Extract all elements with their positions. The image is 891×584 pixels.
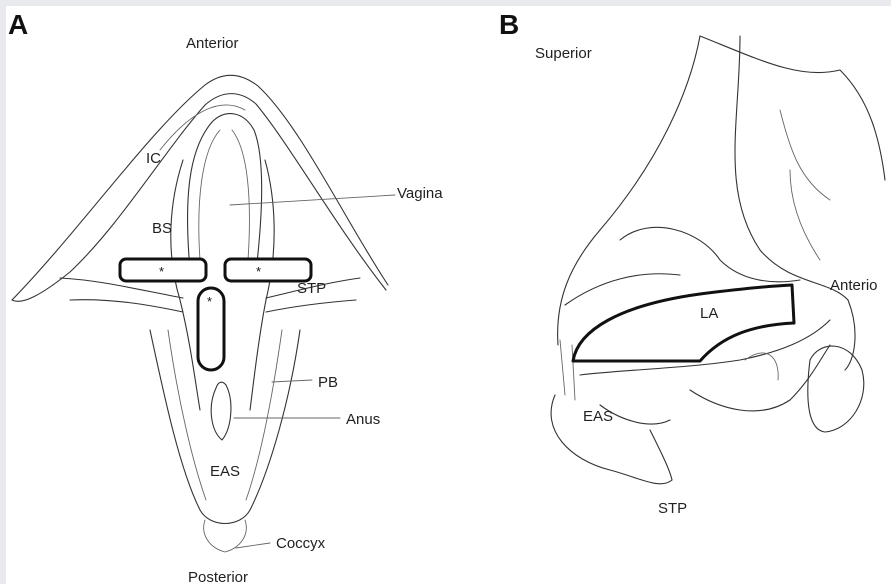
leader-vagina <box>230 195 395 205</box>
label-ic: IC <box>146 150 161 167</box>
label-pb: PB <box>318 374 338 391</box>
bone-inner <box>780 110 830 260</box>
label-bs: BS <box>152 220 172 237</box>
leader-pb <box>272 380 312 382</box>
label-vagina: Vagina <box>397 185 443 202</box>
vaginal-lumen <box>745 353 778 380</box>
vagina-outline <box>188 114 262 272</box>
ischiocavernosus-fold <box>160 105 245 150</box>
label-eas: EAS <box>210 463 240 480</box>
asterisk-center: * <box>207 294 212 309</box>
panel-a-drawing <box>12 75 395 552</box>
leader-coccyx <box>236 543 270 548</box>
bulbospongiosus-left <box>171 160 200 410</box>
anatomy-diagram: A Anterior IC BS Vagina STP PB Anus EAS … <box>6 6 891 584</box>
label-la: LA <box>700 305 718 322</box>
asterisk-right: * <box>256 264 261 279</box>
pelvis-contour-right <box>700 36 885 180</box>
label-superior: Superior <box>535 45 592 62</box>
label-anterior-b: Anterio <box>830 277 878 294</box>
label-posterior: Posterior <box>188 569 248 584</box>
label-coccyx: Coccyx <box>276 535 326 552</box>
label-stp-b: STP <box>658 500 687 517</box>
superficial-transverse-perinei-left <box>60 278 183 312</box>
label-eas-b: EAS <box>583 408 613 425</box>
marker-box-right <box>225 259 311 281</box>
figure-canvas: A Anterior IC BS Vagina STP PB Anus EAS … <box>6 6 891 584</box>
vagina-inner <box>199 130 250 260</box>
label-stp: STP <box>297 280 326 297</box>
anus-outline <box>211 382 231 440</box>
label-anus: Anus <box>346 411 380 428</box>
panel-label-b: B <box>499 9 519 40</box>
panel-label-a: A <box>8 9 28 40</box>
label-anterior: Anterior <box>186 35 239 52</box>
eas-detail <box>560 340 575 400</box>
asterisk-left: * <box>159 264 164 279</box>
levator-ani-box <box>573 285 794 361</box>
bone-loop <box>808 346 864 432</box>
